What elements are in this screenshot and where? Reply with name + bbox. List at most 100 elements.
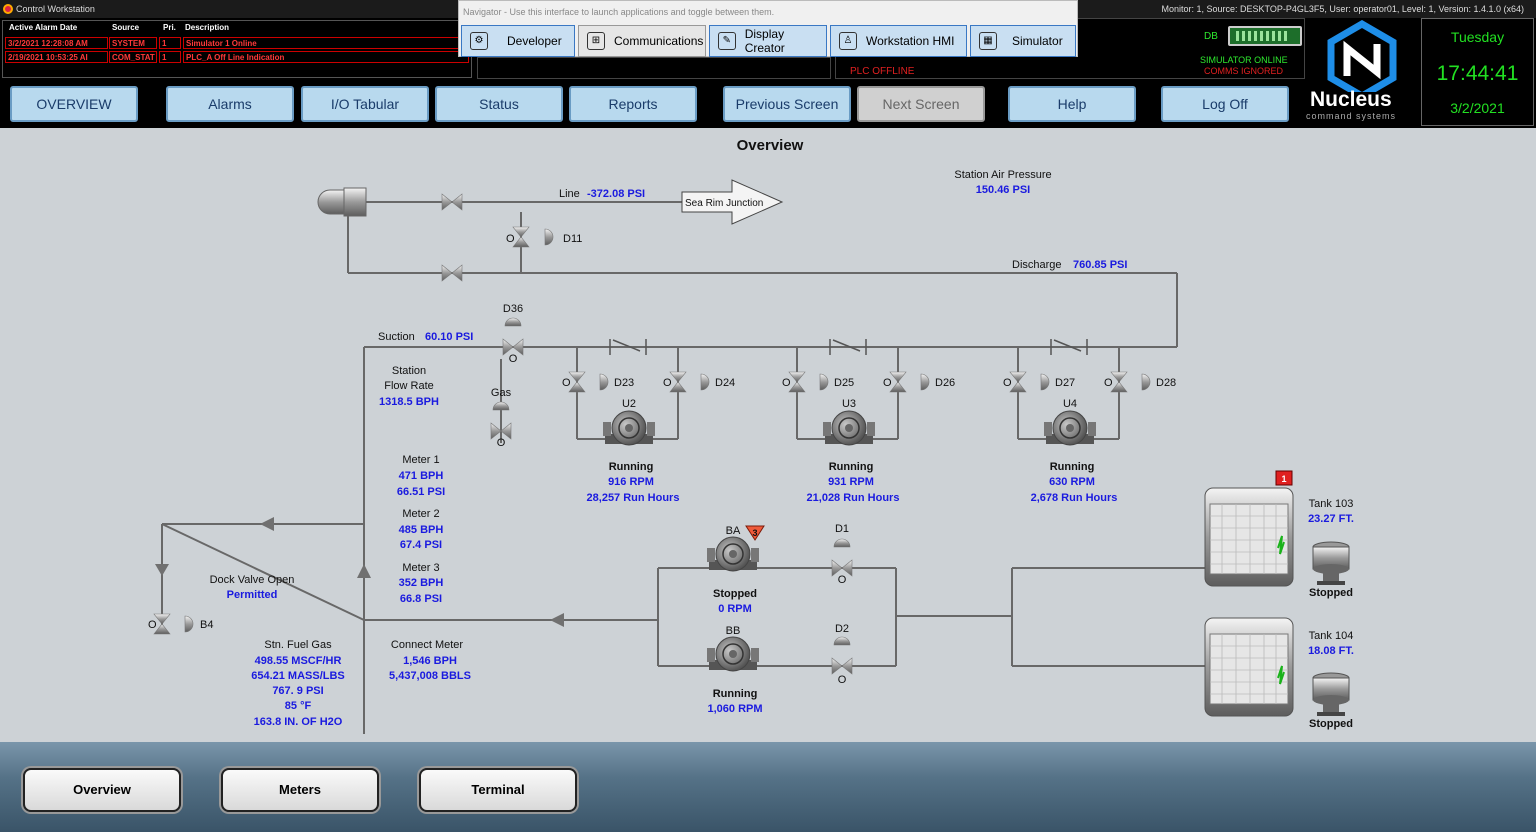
- tank-103-alarm-badge[interactable]: [1275, 470, 1293, 486]
- reports-button[interactable]: Reports: [569, 86, 697, 122]
- user-lock-icon: ♙: [839, 32, 857, 50]
- d11-valve[interactable]: [512, 226, 530, 248]
- d28-valve[interactable]: [1110, 371, 1128, 393]
- fuel-gas-pressure: 767. 9 PSI: [272, 685, 323, 697]
- alarms-button[interactable]: Alarms: [166, 86, 294, 122]
- booster-ba-alarm-badge[interactable]: [745, 525, 765, 541]
- d11-open-indicator: O: [506, 233, 515, 245]
- tank-104-pump-state: Stopped: [1309, 718, 1353, 730]
- gas-valve-label: Gas: [491, 387, 512, 399]
- d25-valve[interactable]: [788, 371, 806, 393]
- navigator-hint: Navigator - Use this interface to launch…: [463, 7, 775, 17]
- unit-u2-run-hours: 28,257 Run Hours: [587, 492, 680, 504]
- d27-valve[interactable]: [1009, 371, 1027, 393]
- alarm-row[interactable]: 3/2/2021 12:28:08 AM SYSTEM 1 Simulator …: [5, 37, 471, 49]
- nav-label: Communications: [614, 34, 704, 48]
- active-alarm-table[interactable]: Active Alarm Date Source Pri. Descriptio…: [2, 20, 472, 78]
- d24-valve[interactable]: [669, 371, 687, 393]
- d11-label: D11: [563, 233, 582, 245]
- station-flow-label: Flow Rate: [384, 380, 434, 392]
- b4-label: B4: [200, 619, 213, 631]
- tab-terminal[interactable]: Terminal: [419, 768, 577, 812]
- d24-open-indicator: O: [663, 377, 672, 389]
- plc-offline-status: PLC OFFLINE: [850, 66, 915, 77]
- booster-bb-pump-icon[interactable]: [706, 636, 760, 672]
- network-icon: ⊞: [587, 32, 605, 50]
- sea-rim-junction-arrow[interactable]: [681, 179, 784, 225]
- message-panel: [477, 57, 831, 79]
- unit-u3-label: U3: [842, 398, 856, 410]
- database-rack-icon: [1228, 26, 1302, 46]
- alarm-priority: 1: [159, 37, 181, 49]
- d1-open-indicator: O: [838, 574, 847, 586]
- d23-valve[interactable]: [568, 371, 586, 393]
- clock-panel: [1421, 18, 1534, 126]
- fuel-gas-temperature: 85 °F: [285, 700, 312, 712]
- unit-u3-rpm: 931 RPM: [828, 476, 874, 488]
- simulator-icon: ▦: [979, 32, 997, 50]
- connect-meter-label: Connect Meter: [391, 639, 463, 651]
- session-info: Monitor: 1, Source: DESKTOP-P4GL3F5, Use…: [1161, 4, 1524, 14]
- unit-u4-pump-icon[interactable]: [1043, 410, 1097, 446]
- station-flow-label: Station: [392, 365, 426, 377]
- alarm-col-priority: Pri.: [163, 23, 176, 32]
- alarm-col-description: Description: [185, 23, 230, 32]
- d27-actuator-icon: [1040, 373, 1050, 391]
- nav-label: Workstation HMI: [866, 34, 955, 48]
- dock-valve-value: Permitted: [227, 589, 278, 601]
- meter-1-flow: 471 BPH: [399, 470, 444, 482]
- overview-button[interactable]: OVERVIEW: [10, 86, 138, 122]
- tank-103-label: Tank 103: [1309, 498, 1354, 510]
- d27-open-indicator: O: [1003, 377, 1012, 389]
- nav-simulator-button[interactable]: ▦Simulator: [970, 25, 1076, 57]
- mainline-valve[interactable]: [441, 193, 463, 211]
- log-off-button[interactable]: Log Off: [1161, 86, 1289, 122]
- station-air-pressure-value: 150.46 PSI: [976, 184, 1030, 196]
- unit-u2-pump-icon[interactable]: [602, 410, 656, 446]
- d28-label: D28: [1156, 377, 1176, 389]
- help-button[interactable]: Help: [1008, 86, 1136, 122]
- unit-u3-pump-icon[interactable]: [822, 410, 876, 446]
- alarm-row[interactable]: 2/19/2021 10:53:25 AI COM_STAT 1 PLC_A O…: [5, 51, 471, 63]
- b4-open-indicator: O: [148, 619, 157, 631]
- tab-meters[interactable]: Meters: [221, 768, 379, 812]
- d36-open-indicator: O: [509, 353, 518, 365]
- meter-3-pressure: 66.8 PSI: [400, 593, 442, 605]
- booster-ba-pump-icon[interactable]: [706, 536, 760, 572]
- status-button[interactable]: Status: [435, 86, 563, 122]
- nav-workstation-hmi-button[interactable]: ♙ Workstation HMI: [830, 25, 967, 57]
- suction-label: Suction: [378, 331, 415, 343]
- tank-103-alarm-count: 1: [1281, 474, 1286, 484]
- previous-screen-button[interactable]: Previous Screen: [723, 86, 851, 122]
- bypass-valve[interactable]: [441, 264, 463, 282]
- meter-3-flow: 352 BPH: [399, 577, 444, 589]
- d26-valve[interactable]: [889, 371, 907, 393]
- tank-103-pump-icon[interactable]: [1312, 541, 1350, 586]
- alarm-date: 2/19/2021 10:53:25 AI: [5, 51, 108, 63]
- simulator-online-status: SIMULATOR ONLINE: [1200, 55, 1288, 65]
- tank-104-pump-icon[interactable]: [1312, 672, 1350, 717]
- nav-communications-button[interactable]: ⊞ Communications: [578, 25, 706, 57]
- alarm-description: Simulator 1 Online: [183, 37, 469, 49]
- meter-3-label: Meter 3: [402, 562, 439, 574]
- nav-developer-button[interactable]: ⚙Developer: [461, 25, 575, 57]
- app-icon: [3, 4, 13, 14]
- nav-display-creator-button[interactable]: ✎Display Creator: [709, 25, 827, 57]
- booster-ba-label: BA: [726, 525, 741, 537]
- nav-label: Display Creator: [744, 27, 785, 55]
- tab-overview[interactable]: Overview: [23, 768, 181, 812]
- tank-104-level: 18.08 FT.: [1308, 645, 1354, 657]
- alarm-date: 3/2/2021 12:28:08 AM: [5, 37, 108, 49]
- unit-u2-rpm: 916 RPM: [608, 476, 654, 488]
- overview-title: Overview: [737, 137, 804, 154]
- tank-103-icon[interactable]: [1204, 487, 1294, 587]
- next-screen-button[interactable]: Next Screen: [857, 86, 985, 122]
- tank-104-icon[interactable]: [1204, 617, 1294, 717]
- pipeline-source-icon: [317, 187, 367, 217]
- d26-label: D26: [935, 377, 955, 389]
- unit-u4-run-hours: 2,678 Run Hours: [1031, 492, 1118, 504]
- d2-valve[interactable]: [831, 657, 853, 675]
- company-logo: [1305, 18, 1419, 126]
- io-tabular-button[interactable]: I/O Tabular: [301, 86, 429, 122]
- dock-valve-label: Dock Valve Open: [210, 574, 295, 586]
